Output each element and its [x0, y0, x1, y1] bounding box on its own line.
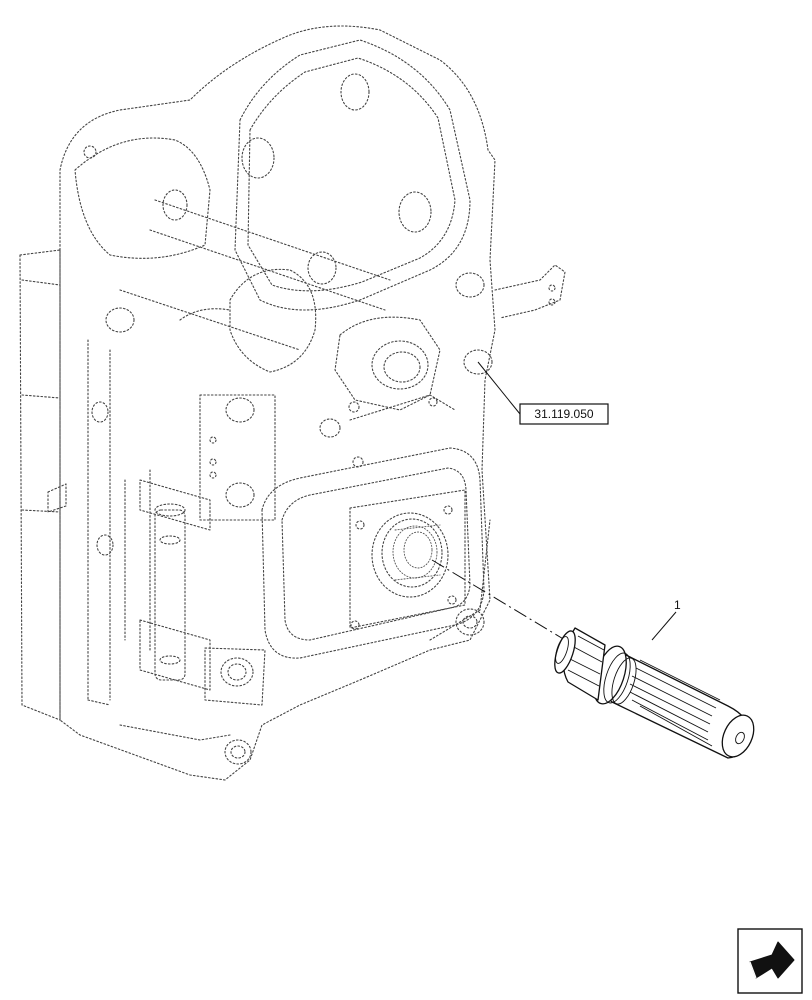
- reference-code-label: 31.119.050: [534, 407, 593, 421]
- reference-leader: [477, 361, 521, 415]
- pto-shaft-part[interactable]: [551, 627, 760, 762]
- reference-callout[interactable]: 31.119.050: [477, 361, 609, 425]
- next-page-arrow-icon[interactable]: [737, 928, 803, 994]
- assembly-centerline: [431, 559, 566, 641]
- item-1-leader: [651, 611, 677, 641]
- reference-code-box[interactable]: [519, 403, 609, 425]
- item-callout-1[interactable]: 1: [651, 598, 681, 641]
- transmission-housing-outline: [19, 25, 566, 781]
- item-number-label: 1: [674, 598, 681, 612]
